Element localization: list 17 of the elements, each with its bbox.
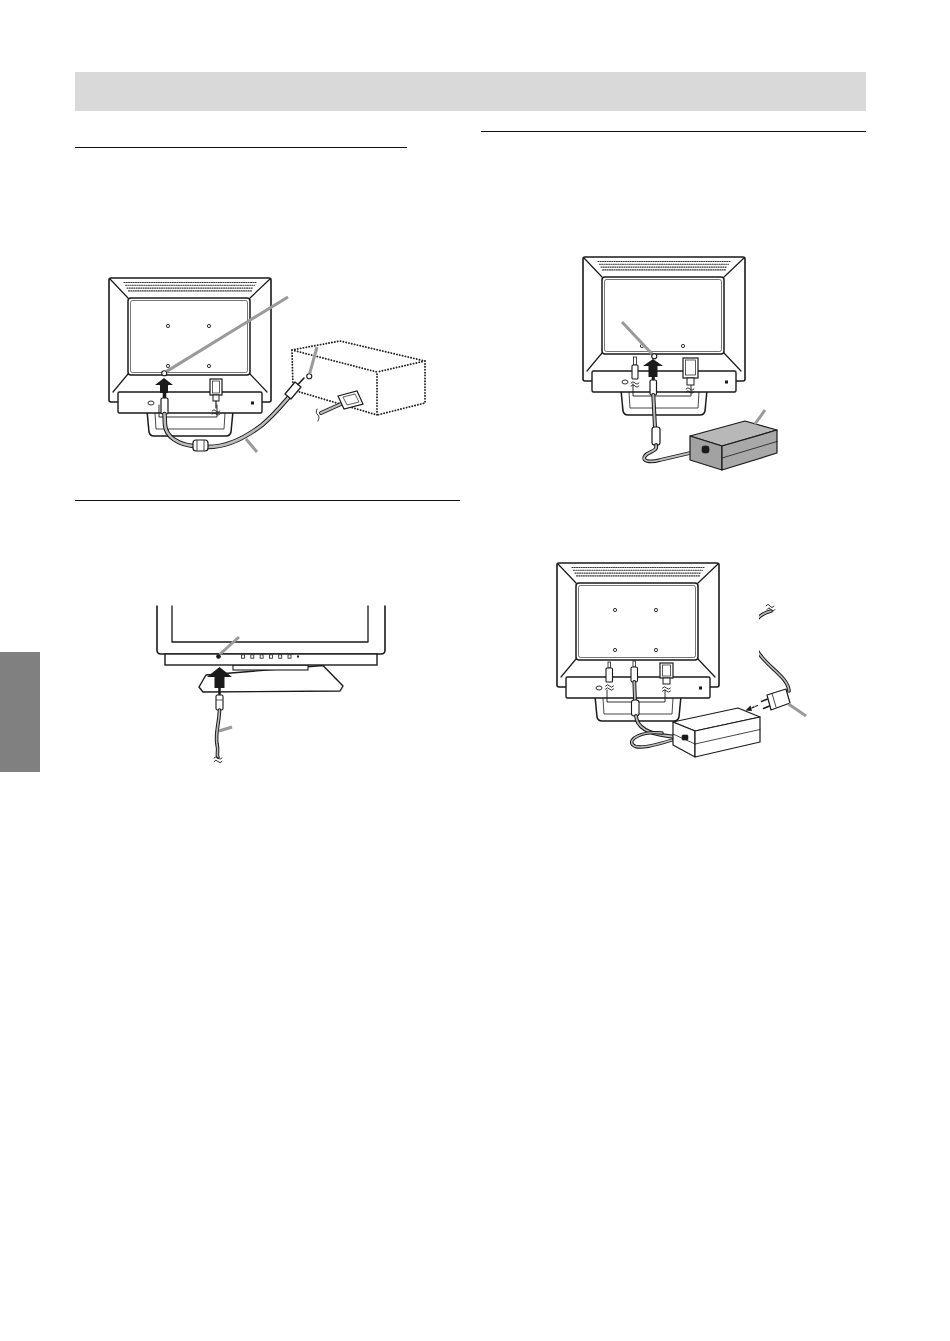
power-cord — [759, 601, 794, 713]
plug-cable — [213, 686, 226, 764]
side-tab — [0, 652, 40, 772]
jack-socket — [651, 353, 658, 360]
leader-line — [787, 702, 807, 718]
leader-line — [218, 635, 240, 656]
jack-socket — [161, 370, 168, 377]
leader-line — [165, 295, 289, 373]
leader-line — [308, 346, 319, 374]
jack-socket — [215, 653, 221, 659]
leader-line — [620, 320, 653, 355]
leader-line — [218, 725, 233, 733]
cable — [159, 376, 307, 454]
leader-line — [244, 438, 259, 453]
power-adapter — [688, 419, 779, 472]
jack-socket — [306, 373, 313, 380]
leader-line — [753, 409, 767, 425]
